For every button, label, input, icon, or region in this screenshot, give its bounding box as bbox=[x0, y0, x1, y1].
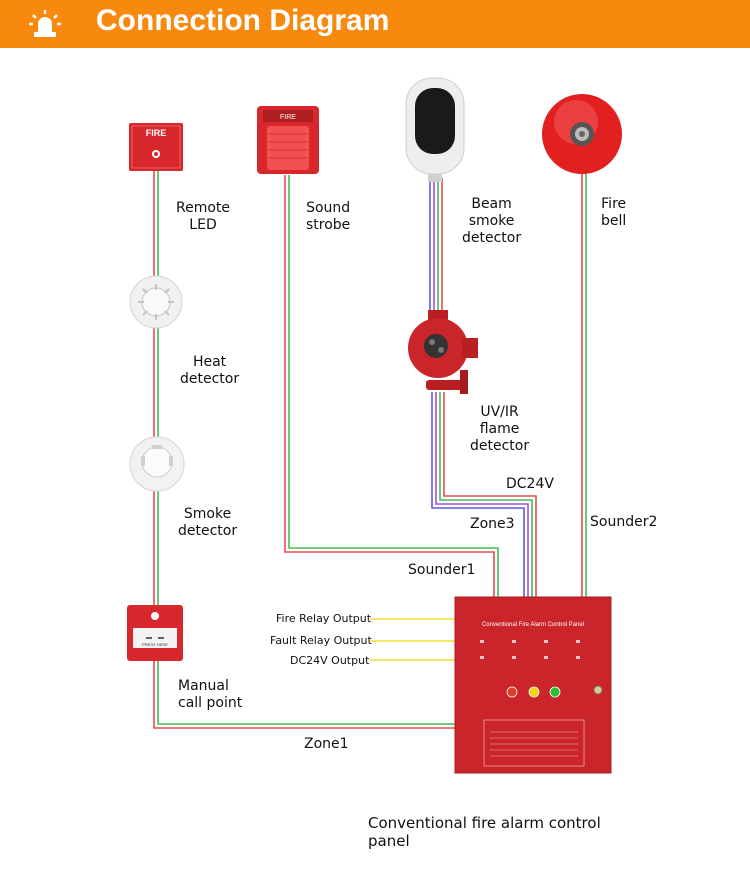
flame-detector-device bbox=[408, 310, 478, 394]
panel-title-text: Conventional Fire Alarm Control Panel bbox=[482, 622, 584, 628]
sounder1-wire-label: Sounder1 bbox=[408, 562, 476, 578]
zone1-wire-label: Zone1 bbox=[304, 736, 349, 752]
sound-strobe-text: FIRE bbox=[280, 114, 296, 121]
zone1-wire bbox=[153, 170, 456, 729]
manual-call-point-device: PRESS HERE bbox=[127, 605, 183, 661]
control-panel-device: Conventional Fire Alarm Control Panel bbox=[454, 596, 612, 774]
fault-relay-output-label: Fault Relay Output bbox=[270, 634, 372, 647]
remote-led-text: FIRE bbox=[146, 128, 167, 138]
sound-strobe-device: FIRE bbox=[257, 106, 319, 174]
panel-caption: Conventional fire alarm control panel bbox=[368, 814, 601, 850]
dc24v-wire-label: DC24V bbox=[506, 476, 554, 492]
page-title: Connection Diagram bbox=[96, 4, 390, 37]
beam-smoke-detector-device bbox=[405, 77, 465, 182]
fire-bell-device bbox=[542, 94, 622, 174]
alarm-light-icon bbox=[29, 10, 61, 37]
remote-led-device: FIRE bbox=[129, 123, 183, 171]
sounder2-wire-label: Sounder2 bbox=[590, 514, 658, 530]
smoke-detector-device bbox=[129, 436, 185, 492]
call-point-text: PRESS HERE bbox=[142, 642, 168, 647]
fire-relay-output-label: Fire Relay Output bbox=[276, 612, 372, 625]
sounder1-wire bbox=[284, 175, 499, 598]
heat-detector-device bbox=[129, 275, 183, 329]
zone3-wire bbox=[429, 178, 537, 598]
output-lines bbox=[370, 618, 456, 661]
zone3-wire-label: Zone3 bbox=[470, 516, 515, 532]
header-bar: Connection Diagram bbox=[0, 0, 750, 48]
dc24v-output-label: DC24V Output bbox=[290, 654, 370, 667]
sounder2-wire bbox=[581, 172, 587, 598]
